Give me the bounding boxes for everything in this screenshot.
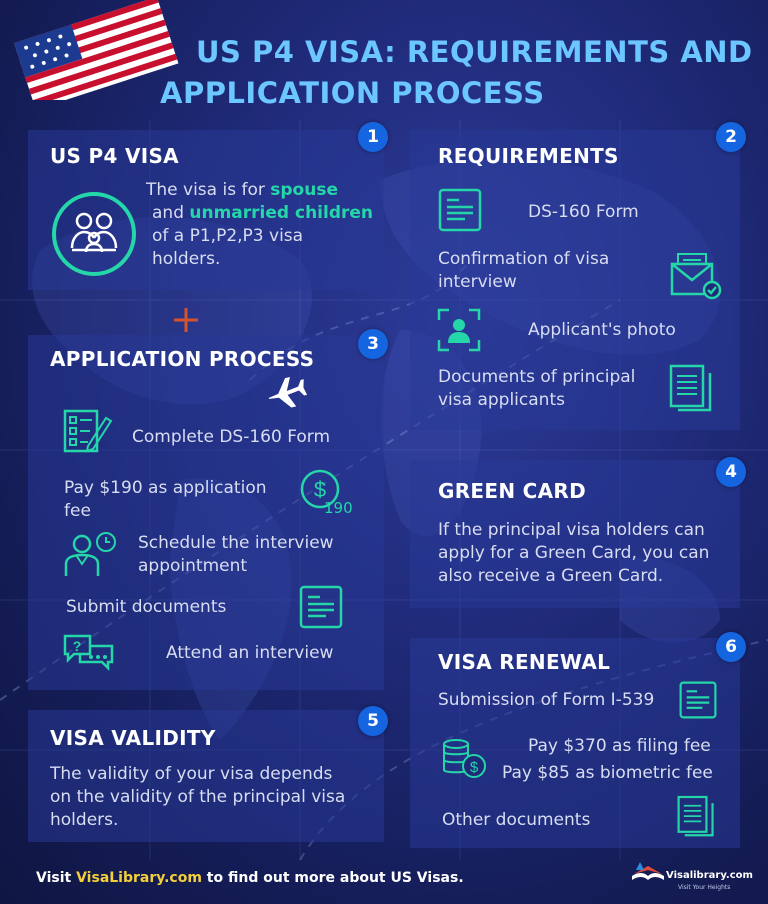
form-icon (678, 680, 718, 720)
footer-text: Visit VisaLibrary.com to find out more a… (36, 870, 464, 886)
person-clock-icon (62, 530, 120, 580)
panel-us-p4-visa (28, 130, 384, 290)
title-line-1: US P4 VISA: REQUIREMENTS AND (196, 35, 753, 69)
requirement-item-photo: Applicant's photo (528, 320, 676, 340)
requirement-item-ds160: DS-160 Form (528, 202, 639, 222)
svg-text:$: $ (314, 477, 326, 502)
section-5-heading: VISA VALIDITY (50, 726, 216, 750)
process-item-complete-form: Complete DS-160 Form (132, 427, 331, 447)
svg-text:?: ? (73, 638, 82, 654)
section-1-text-post: of a P1,P2,P3 visa holders. (152, 226, 304, 269)
title-line-2: APPLICATION PROCESS (160, 76, 545, 110)
section-2-heading: REQUIREMENTS (438, 144, 619, 168)
section-1-badge: 1 (358, 122, 388, 152)
section-4-heading: GREEN CARD (438, 479, 586, 503)
renewal-item-biometric-fee: Pay $85 as biometric fee (502, 763, 713, 783)
section-6-badge: 6 (716, 632, 746, 662)
process-item-pay-fee: Pay $190 as application fee (64, 478, 267, 521)
chat-question-icon: ? (62, 632, 116, 678)
dollar-icon: $ (298, 468, 356, 518)
highlight-unmarried-children: unmarried children (189, 203, 374, 223)
documents-icon (668, 363, 714, 415)
requirement-item-documents: Documents of principal visa applicants (438, 367, 636, 410)
us-flag-icon (14, 0, 179, 100)
panel-application-process (28, 335, 384, 690)
footer-pre: Visit (36, 870, 77, 886)
plus-icon (174, 308, 198, 332)
process-item-attend: Attend an interview (166, 643, 334, 663)
form-icon (437, 187, 483, 233)
logo-name: Visalibrary.com (666, 870, 753, 881)
checklist-icon (62, 408, 114, 456)
section-5-text: The validity of your visa depends on the… (50, 764, 346, 830)
panel-visa-renewal (410, 638, 740, 848)
dollar-icon-amount: 190 (324, 499, 353, 517)
section-5-badge: 5 (358, 706, 388, 736)
requirement-item-confirmation: Confirmation of visa interview (438, 249, 610, 292)
highlight-spouse: spouse (270, 180, 338, 200)
footer-post: to find out more about US Visas. (201, 870, 464, 886)
process-item-schedule: Schedule the interview appointment (138, 533, 334, 576)
envelope-check-icon (668, 250, 724, 302)
section-1-text: The visa is for spouse and unmarried chi… (146, 179, 382, 271)
renewal-item-form-i539: Submission of Form I-539 (438, 690, 655, 710)
section-1-text-and: and (152, 203, 190, 223)
section-4-text: If the principal visa holders can apply … (438, 520, 710, 586)
section-1-text-pre: The visa is for (146, 180, 271, 200)
section-4-badge: 4 (716, 457, 746, 487)
panel-visa-validity (28, 710, 384, 842)
section-6-heading: VISA RENEWAL (438, 650, 611, 674)
section-3-heading: APPLICATION PROCESS (50, 347, 315, 371)
process-item-submit: Submit documents (66, 597, 227, 617)
svg-text:$: $ (470, 759, 479, 776)
section-2-badge: 2 (716, 122, 746, 152)
family-icon (48, 188, 140, 280)
page-title: US P4 VISA: REQUIREMENTS AND APPLICATION… (160, 32, 760, 114)
airplane-icon (268, 377, 308, 408)
panel-green-card (410, 460, 740, 608)
renewal-item-other-documents: Other documents (442, 810, 591, 830)
book-logo-icon (632, 862, 664, 880)
documents-icon (676, 794, 716, 840)
section-3-badge: 3 (358, 329, 388, 359)
photo-icon (436, 307, 482, 353)
section-1-heading: US P4 VISA (50, 144, 179, 168)
logo-tagline: Visit Your Heights (678, 884, 731, 891)
panel-requirements (410, 130, 740, 430)
renewal-item-filing-fee: Pay $370 as filing fee (528, 736, 711, 756)
footer-link-visalibrary[interactable]: VisaLibrary.com (76, 870, 202, 886)
visalibrary-logo[interactable]: Visalibrary.com Visit Your Heights (630, 856, 753, 896)
document-icon (298, 584, 344, 630)
coins-icon: $ (440, 736, 488, 782)
